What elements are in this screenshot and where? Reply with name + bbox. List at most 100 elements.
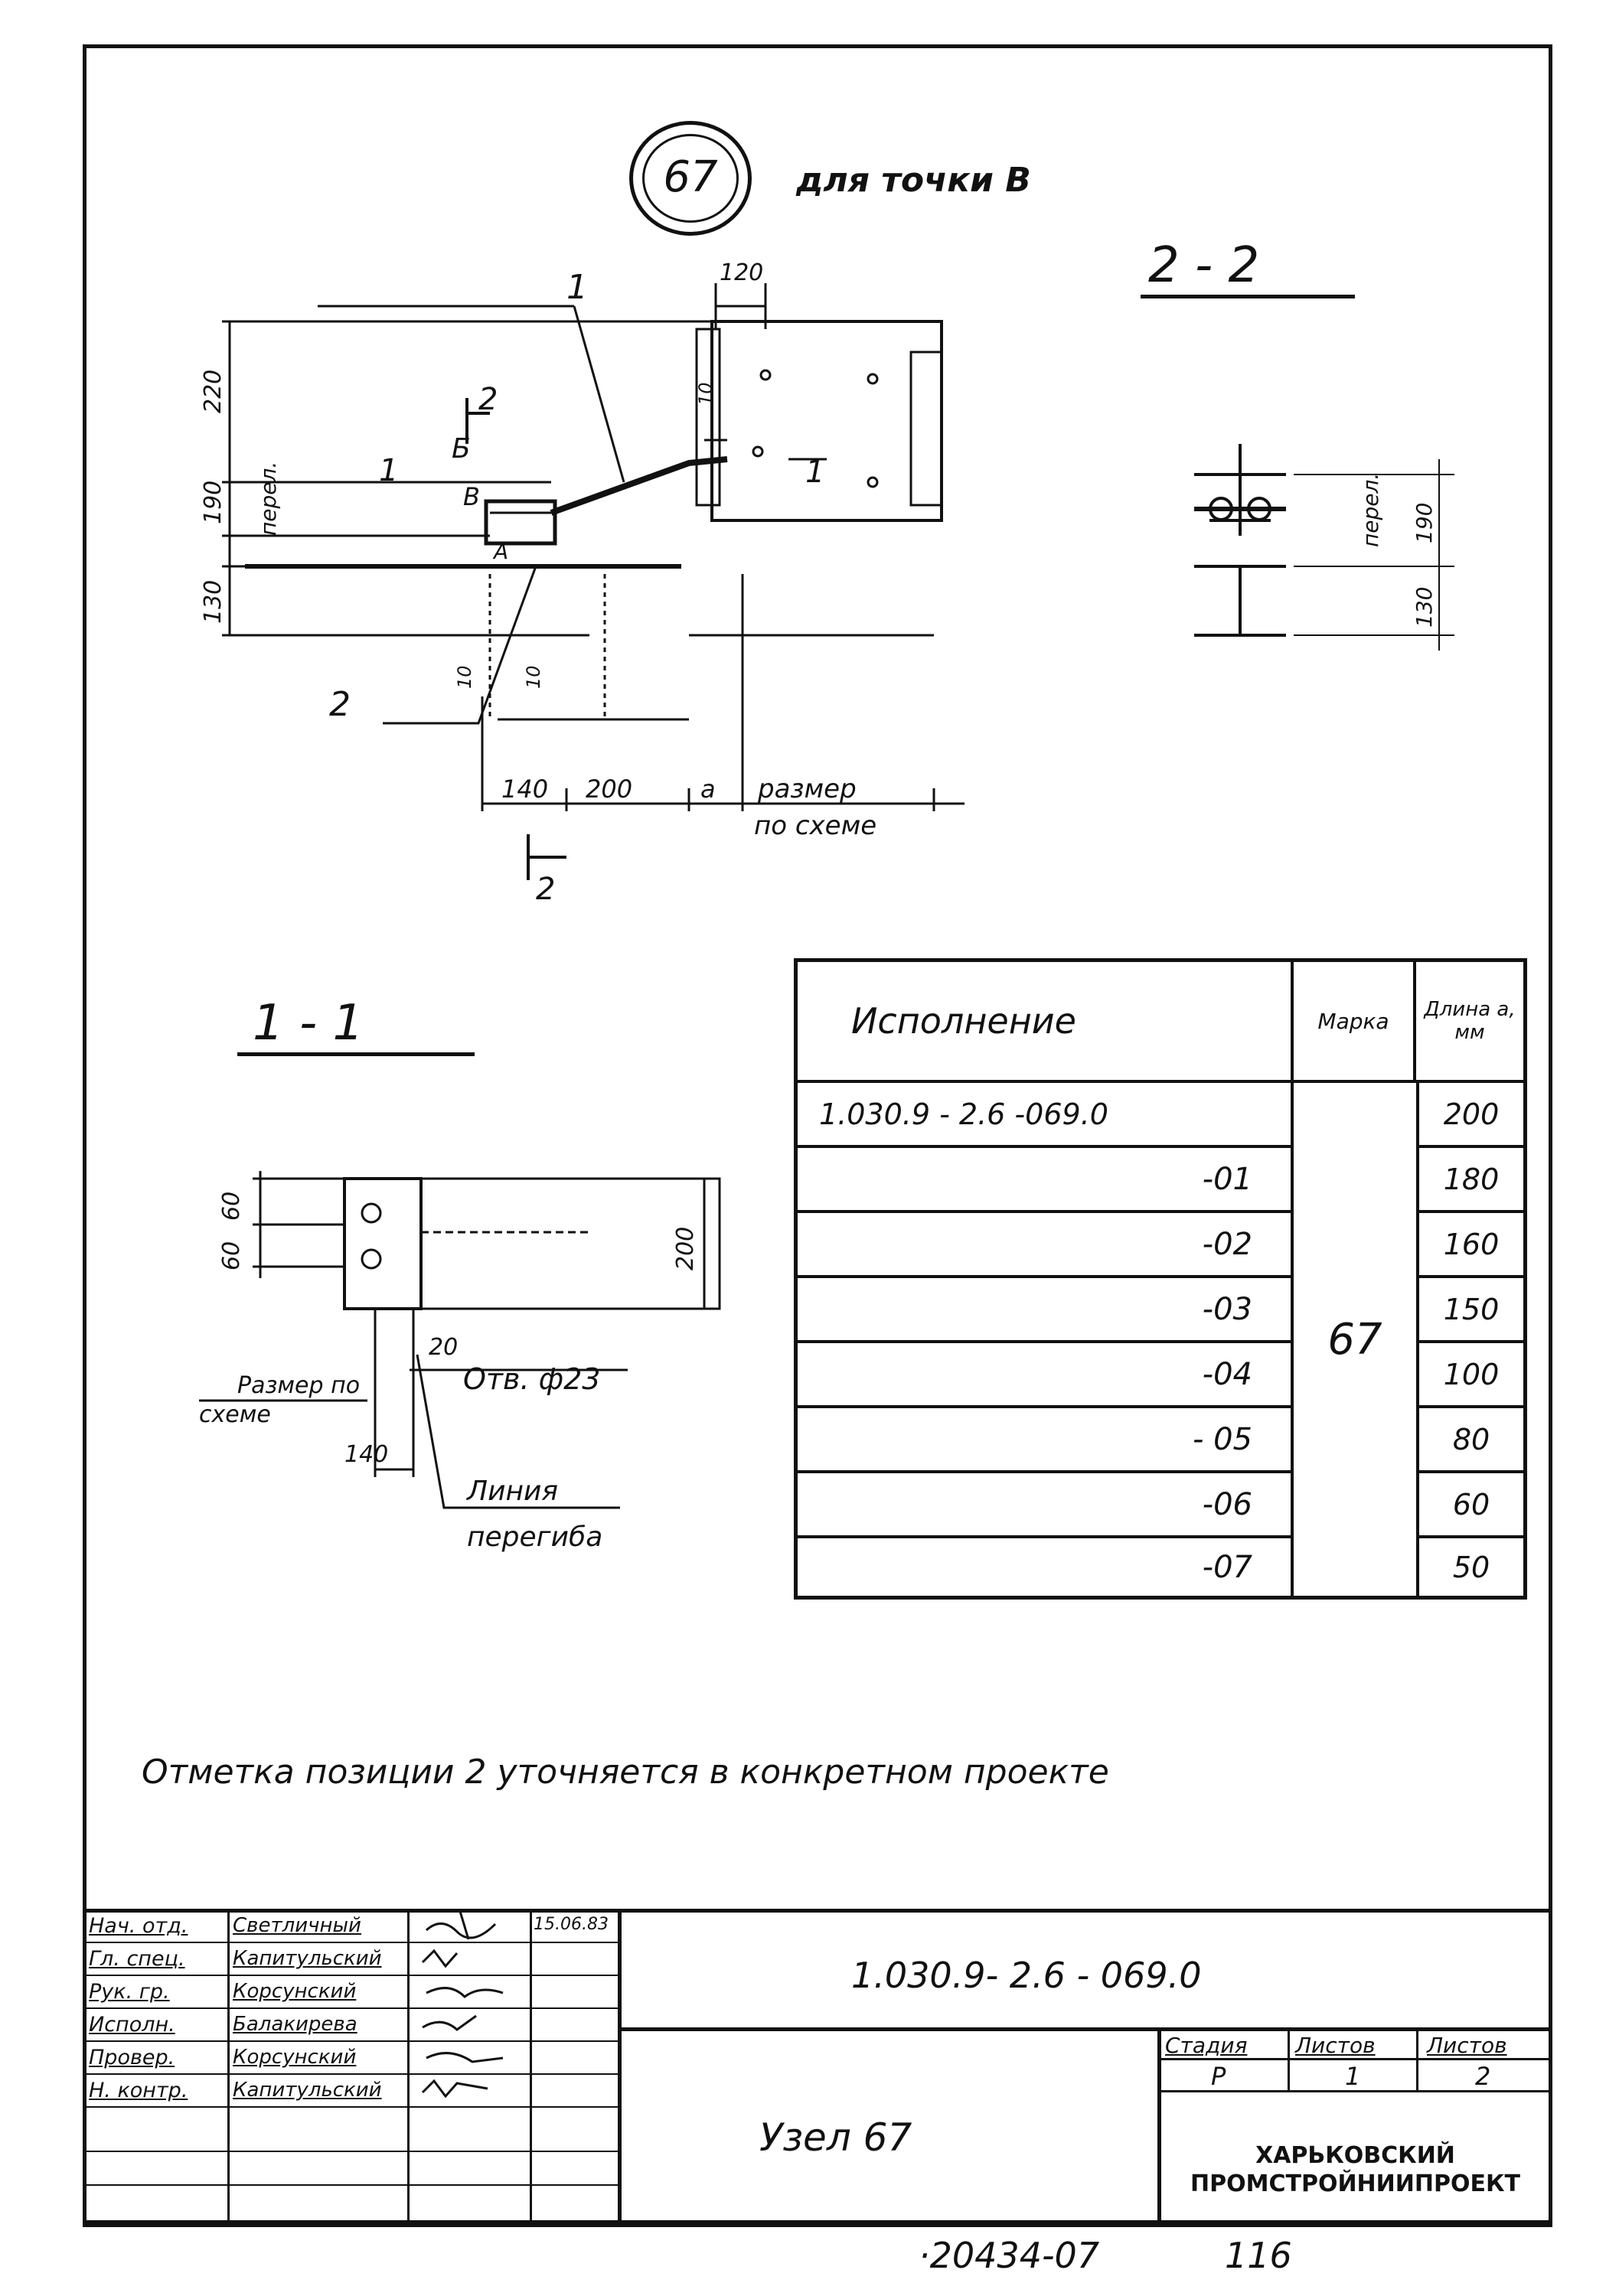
page-number: 116 xyxy=(1225,2235,1292,2276)
spec-variant: - 05 xyxy=(798,1408,1294,1473)
spec-mark-value: 67 xyxy=(1327,1314,1382,1365)
spec-header-mark: Марка xyxy=(1294,962,1416,1083)
spec-row: -02 160 xyxy=(798,1213,1523,1278)
section-1-1-size-by-scheme-2: схеме xyxy=(199,1401,271,1428)
spec-variant: -04 xyxy=(798,1343,1294,1408)
section-1-1-dim-200: 200 xyxy=(672,1227,699,1270)
tb-signatures xyxy=(421,1909,504,2099)
position-note: Отметка позиции 2 уточняется в конкретно… xyxy=(142,1753,1109,1792)
size-by-scheme-line2: по схеме xyxy=(754,810,876,841)
tb-sheet-value: 1 xyxy=(1345,2062,1361,2091)
section-2-2-lap: перел. xyxy=(1358,473,1383,547)
lap-label-main: перел. xyxy=(256,461,281,536)
drawing-frame xyxy=(83,44,1552,2227)
tb-name: Балакирева xyxy=(233,2013,357,2036)
position-1-label: 1 xyxy=(566,268,588,307)
section-1-1-dim-60b: 60 xyxy=(218,1241,245,1270)
dim-130: 130 xyxy=(200,580,227,624)
point-b-label: Б xyxy=(452,433,471,465)
spec-row: 1.030.9 - 2.6 -069.0 200 xyxy=(798,1083,1523,1148)
title-block: Нач. отд. Гл. спец. Рук. гр. Исполн. Про… xyxy=(86,1909,1549,2224)
tb-role: Н. контр. xyxy=(89,2079,188,2102)
tb-name: Корсунский xyxy=(233,1980,357,2003)
section-mark-1-right: 1 xyxy=(805,455,824,490)
spec-variant: -02 xyxy=(798,1213,1294,1278)
spec-row: -06 60 xyxy=(798,1473,1523,1538)
node-number: 67 xyxy=(663,152,718,202)
spec-row: - 05 80 xyxy=(798,1408,1523,1473)
spec-length: 150 xyxy=(1416,1278,1523,1343)
spec-length: 100 xyxy=(1416,1343,1523,1408)
spec-header-length: Длина а, мм xyxy=(1416,962,1523,1083)
tb-role: Рук. гр. xyxy=(89,1980,170,2004)
dim-a: а xyxy=(700,775,716,804)
section-mark-1-left: 1 xyxy=(379,453,398,488)
spec-variant: -07 xyxy=(798,1538,1294,1596)
spec-variant: 1.030.9 - 2.6 -069.0 xyxy=(798,1083,1294,1148)
spec-length: 50 xyxy=(1416,1538,1523,1596)
tb-name: Корсунский xyxy=(233,2046,357,2069)
section-1-1-dim-140: 140 xyxy=(344,1441,388,1468)
section-1-1-title: 1 - 1 xyxy=(253,995,364,1052)
spec-table: Исполнение Марка Длина а, мм 1.030.9 - 2… xyxy=(794,958,1527,1600)
section-2-2-dim-130: 130 xyxy=(1412,587,1437,628)
section-1-1-drawing: 60 60 200 20 Отв. ф23 Размер по схеме 14… xyxy=(199,1171,721,1553)
section-2-2-underline xyxy=(1141,295,1355,298)
section-1-1-dim-20: 20 xyxy=(429,1334,458,1361)
dim-190: 190 xyxy=(200,481,227,524)
tb-sheets-label: Листов xyxy=(1427,2033,1507,2058)
dim-220: 220 xyxy=(200,370,227,413)
spec-variant: -03 xyxy=(798,1278,1294,1343)
tb-name: Светличный xyxy=(233,1914,361,1937)
tb-role: Исполн. xyxy=(89,2013,175,2037)
spec-row: -04 100 xyxy=(798,1343,1523,1408)
section-2-2-drawing: перел. 190 130 xyxy=(1194,444,1454,651)
tb-document-code: 1.030.9- 2.6 - 069.0 xyxy=(851,1955,1202,1996)
spec-length: 160 xyxy=(1416,1213,1523,1278)
spec-row: -03 150 xyxy=(798,1278,1523,1343)
size-by-scheme-line1: размер xyxy=(757,774,857,804)
spec-row: -07 50 xyxy=(798,1538,1523,1596)
section-1-1-size-by-scheme-1: Размер по xyxy=(237,1372,360,1399)
section-1-1-hole: Отв. ф23 xyxy=(463,1362,600,1396)
section-2-2-title: 2 - 2 xyxy=(1148,237,1260,294)
section-mark-2-bottom: 2 xyxy=(536,872,555,907)
dim-10-a: 10 xyxy=(695,382,716,406)
archive-number: ·20434-07 xyxy=(919,2235,1100,2276)
tb-organization-line1: ХАРЬКОВСКИЙ xyxy=(1255,2142,1455,2169)
tb-organization-line2: ПРОМСТРОЙНИИПРОЕКТ xyxy=(1190,2170,1520,2197)
tb-date: 15.06.83 xyxy=(534,1915,609,1934)
point-a-label: А xyxy=(492,539,508,564)
spec-length: 80 xyxy=(1416,1408,1523,1473)
section-1-1-dim-60a: 60 xyxy=(218,1192,245,1221)
dim-10-b: 10 xyxy=(454,665,475,689)
tb-sheet-label: Листов xyxy=(1295,2033,1376,2058)
section-1-1-bend-line-2: перегиба xyxy=(467,1521,602,1553)
tb-role: Провер. xyxy=(89,2046,175,2069)
spec-header-variant: Исполнение xyxy=(798,962,1294,1083)
dim-120: 120 xyxy=(720,259,763,286)
spec-length: 180 xyxy=(1416,1148,1523,1213)
node-subtitle: для точки В xyxy=(796,161,1031,200)
tb-stage-label: Стадия xyxy=(1165,2033,1248,2058)
dim-140: 140 xyxy=(501,775,548,804)
dim-200: 200 xyxy=(586,775,632,804)
node-number-badge: 67 xyxy=(629,121,752,236)
dim-10-c: 10 xyxy=(523,665,544,689)
tb-role: Гл. спец. xyxy=(89,1947,185,1971)
spec-variant: -01 xyxy=(798,1148,1294,1213)
section-mark-2-top: 2 xyxy=(478,382,498,417)
spec-length: 60 xyxy=(1416,1473,1523,1538)
tb-role: Нач. отд. xyxy=(89,1914,188,1938)
tb-drawing-title: Узел 67 xyxy=(759,2115,912,2160)
spec-variant: -06 xyxy=(798,1473,1294,1538)
section-1-1-bend-line-1: Линия xyxy=(465,1476,558,1507)
position-2-label: 2 xyxy=(329,685,351,724)
tb-sheets-value: 2 xyxy=(1475,2062,1491,2091)
tb-stage-value: Р xyxy=(1211,2062,1226,2091)
spec-length: 200 xyxy=(1416,1083,1523,1148)
tb-name: Капитульский xyxy=(233,1947,382,1970)
section-2-2-dim-190: 190 xyxy=(1412,503,1437,543)
section-1-1-underline xyxy=(237,1052,475,1056)
spec-row: -01 180 xyxy=(798,1148,1523,1213)
